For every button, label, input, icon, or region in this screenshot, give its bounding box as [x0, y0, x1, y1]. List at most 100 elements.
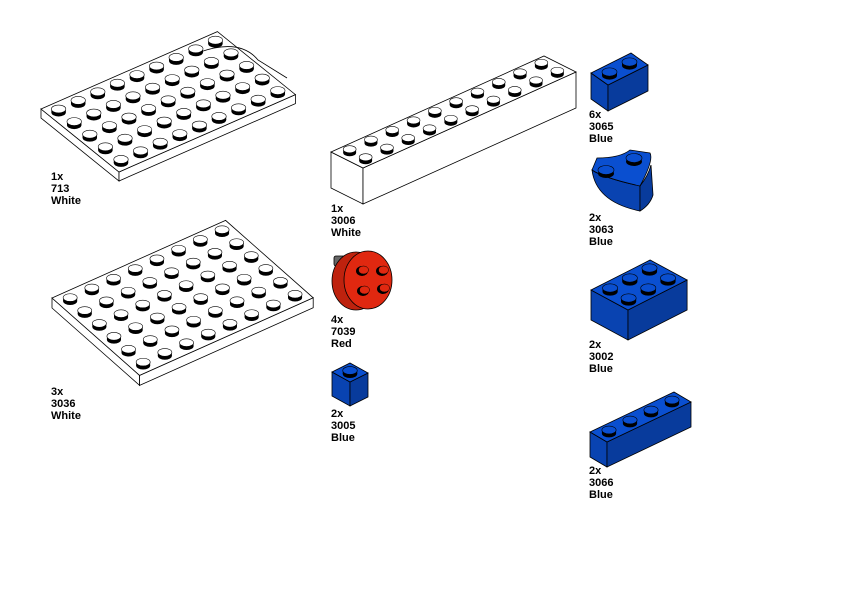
stud: [120, 286, 136, 299]
stud: [157, 348, 173, 360]
stud: [171, 244, 186, 257]
stud: [358, 153, 373, 165]
stud: [128, 322, 143, 334]
part-3006-brick: [330, 55, 577, 205]
stud: [186, 315, 201, 328]
part-id: 3002: [589, 351, 614, 363]
part-label-713: 1x 713 White: [51, 171, 81, 207]
stud: [97, 142, 113, 155]
stud: [127, 264, 143, 276]
stud: [643, 405, 659, 418]
stud: [200, 270, 216, 283]
stud: [222, 319, 238, 331]
stud: [152, 137, 168, 150]
stud: [113, 309, 129, 322]
stud: [193, 235, 208, 247]
part-color: White: [51, 195, 81, 207]
part-qty: 1x: [51, 171, 64, 183]
stud: [157, 290, 172, 302]
part-qty: 2x: [589, 465, 602, 477]
part-id: 3063: [589, 224, 614, 236]
stud: [215, 90, 231, 103]
stud: [168, 53, 184, 65]
part-id: 3066: [589, 477, 614, 489]
part-label-3002: 2x 3002 Blue: [589, 339, 613, 375]
part-7039-wheel: [331, 250, 393, 311]
part-3036-plate: [51, 219, 314, 387]
stud: [51, 104, 67, 117]
stud: [156, 116, 172, 129]
stud: [625, 153, 643, 163]
stud: [106, 274, 121, 286]
stud: [597, 165, 615, 175]
stud: [207, 248, 223, 260]
stud: [342, 366, 358, 378]
stud: [135, 299, 151, 312]
part-id: 3065: [589, 121, 614, 133]
stud: [200, 328, 216, 341]
part-color: Blue: [589, 489, 613, 501]
stud: [364, 135, 378, 147]
stud: [534, 58, 549, 70]
stud: [172, 129, 188, 142]
stud: [385, 126, 399, 138]
part-3005-brick: [331, 362, 369, 407]
stud: [258, 264, 274, 276]
stud: [137, 125, 153, 138]
part-qty: 1x: [331, 203, 344, 215]
stud: [621, 57, 638, 70]
stud: [149, 254, 165, 267]
stud: [465, 105, 479, 117]
stud: [513, 68, 527, 80]
part-color: Blue: [589, 236, 613, 248]
stud: [640, 283, 657, 296]
stud: [602, 283, 618, 296]
part-label-3036: 3x 3036 White: [51, 386, 81, 422]
stud: [109, 78, 125, 91]
stud: [142, 277, 158, 289]
part-color: Blue: [589, 363, 613, 375]
stud: [214, 225, 230, 238]
stud: [601, 67, 618, 80]
stud: [620, 293, 637, 306]
stud: [406, 116, 421, 128]
stud: [622, 415, 638, 428]
stud: [342, 145, 357, 157]
stud: [113, 155, 129, 167]
part-3002-brick: [590, 259, 688, 341]
stud: [243, 251, 259, 263]
part-qty: 2x: [589, 212, 602, 224]
stud: [164, 325, 180, 338]
stud: [184, 65, 200, 78]
stud: [428, 106, 442, 118]
stud: [106, 332, 122, 344]
part-3065-brick: [590, 52, 649, 112]
stud: [199, 78, 215, 91]
stud: [601, 425, 617, 438]
part-color: Blue: [589, 133, 613, 145]
stud: [236, 273, 252, 286]
stud: [180, 86, 196, 99]
part-label-3065: 6x 3065 Blue: [589, 109, 613, 145]
stud: [207, 35, 223, 48]
stud: [270, 86, 286, 99]
stud: [121, 112, 137, 125]
stud: [188, 44, 204, 57]
stud: [82, 129, 98, 142]
stud: [171, 303, 187, 315]
stud: [235, 82, 251, 95]
stud: [101, 121, 117, 134]
stud: [621, 273, 638, 286]
stud: [223, 48, 239, 61]
stud: [133, 146, 149, 159]
part-id: 3006: [331, 215, 356, 227]
stud: [266, 299, 281, 312]
stud: [193, 293, 209, 305]
plate-curve: [199, 46, 288, 79]
stud: [550, 66, 565, 78]
stud: [185, 257, 201, 270]
part-id: 3036: [51, 398, 76, 410]
stud: [492, 78, 506, 90]
stud: [121, 345, 136, 357]
